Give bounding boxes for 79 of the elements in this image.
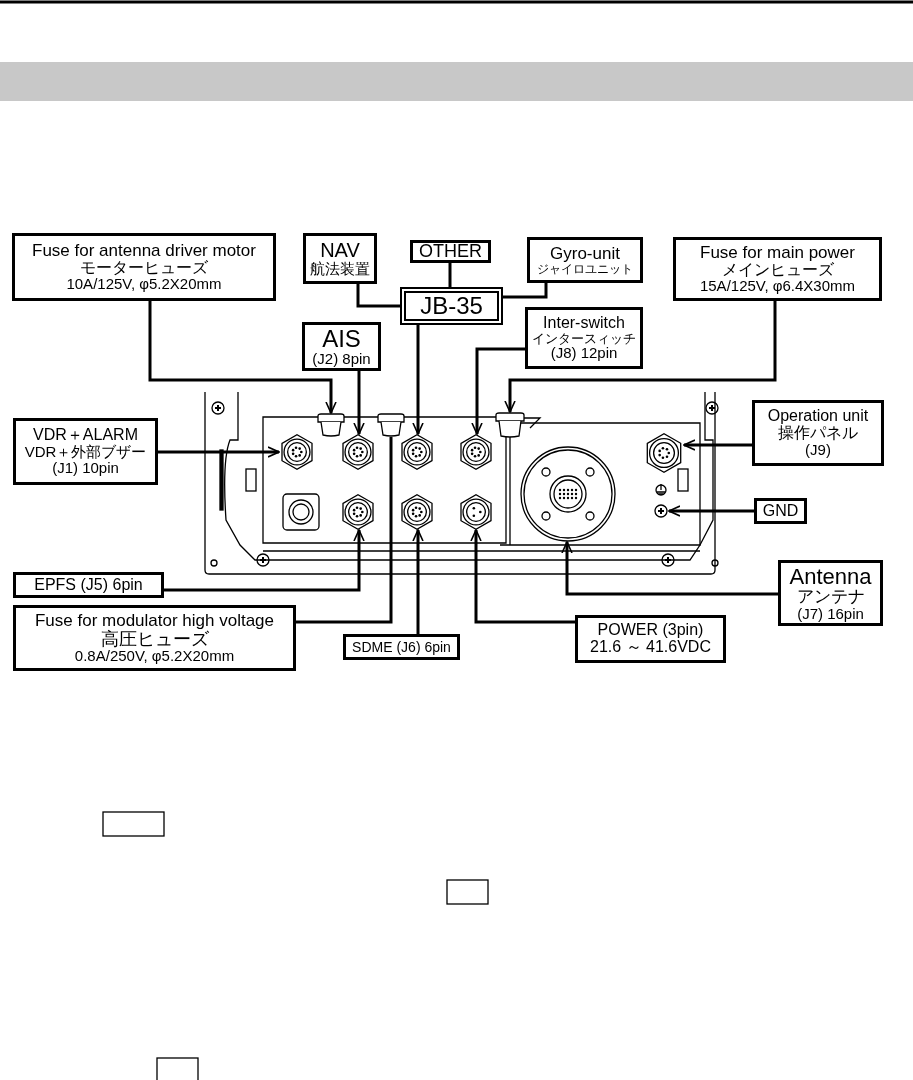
leader-line — [158, 446, 280, 458]
leader-line — [296, 437, 393, 624]
callout-text: 21.6 ～ 41.6VDC — [590, 639, 711, 656]
leader-line — [448, 263, 452, 287]
callout-box — [12, 233, 276, 301]
callout-text: Fuse for modulator high voltage — [34, 611, 275, 630]
callout-text: Inter-switch — [543, 314, 625, 332]
callout-text: (J8) 12pin — [550, 345, 618, 362]
callout-text: GND — [762, 502, 799, 520]
callout-text: ジャイロユニット — [537, 262, 633, 276]
leader-line — [668, 505, 754, 517]
connector-socket — [279, 434, 315, 470]
callout-text: 0.8A/250V, φ5.2X20mm — [74, 648, 235, 665]
callout-box — [754, 498, 807, 524]
fuse-holder — [377, 413, 405, 437]
callout-box — [527, 237, 643, 283]
callout-box — [525, 307, 643, 369]
callout-text: POWER (3pin) — [597, 622, 704, 639]
callout-text: 操作パネル — [778, 425, 858, 442]
callout-text: EPFS (J5) 6pin — [34, 576, 143, 594]
connector-socket — [399, 434, 435, 470]
callout-text: (J1) 10pin — [52, 459, 119, 476]
callout-text: SDME (J6) 6pin — [352, 639, 451, 655]
callout-text: アンテナ — [796, 587, 865, 606]
leader-line — [164, 529, 365, 592]
connector-socket — [644, 433, 684, 473]
power-socket — [458, 494, 494, 530]
callout-text: インタースィッチ — [532, 331, 636, 346]
callout-text: Gyro-unit — [550, 244, 620, 263]
callout-box — [302, 322, 381, 371]
leader-line — [412, 325, 424, 435]
callout-text: 10A/125V, φ5.2X20mm — [66, 276, 222, 293]
connector-socket — [458, 434, 494, 470]
fuse-holder — [317, 413, 345, 437]
callout-text: JB-35 — [420, 293, 483, 319]
leader-line — [683, 439, 752, 451]
callout-box — [13, 572, 164, 598]
callout-box — [673, 237, 882, 301]
leader-line — [470, 529, 575, 624]
callout-box — [400, 287, 503, 325]
callout-text: 航法装置 — [310, 261, 370, 277]
callout-text: (J2) 8pin — [312, 351, 371, 367]
leader-line — [503, 283, 548, 299]
callout-text: NAV — [320, 240, 360, 262]
leader-line — [356, 284, 400, 308]
callout-box — [343, 634, 460, 660]
callout-text: Fuse for antenna driver motor — [32, 241, 256, 260]
leader-line — [504, 301, 777, 413]
callout-text: (J9) — [805, 441, 831, 458]
callout-text: VDR＋外部ブザー — [24, 444, 147, 460]
leader-line — [148, 301, 337, 414]
leader-line — [471, 347, 525, 435]
callout-text: VDR＋ALARM — [33, 427, 138, 444]
callout-box — [303, 233, 377, 284]
fuse-holder — [495, 412, 525, 438]
leader-line — [561, 541, 778, 596]
callout-box — [410, 240, 491, 263]
callout-text: Antenna — [789, 564, 872, 588]
connector-socket — [399, 494, 435, 530]
callout-box — [752, 400, 884, 466]
callout-text: OTHER — [419, 242, 482, 261]
connector-socket — [340, 434, 376, 470]
leader-line — [412, 529, 424, 634]
leader-line — [353, 371, 365, 435]
callout-text: モーターヒューズ — [80, 259, 208, 277]
antenna-connector — [520, 446, 616, 542]
connector-socket — [340, 494, 376, 530]
callout-box — [13, 605, 296, 671]
callout-text: (J7) 16pin — [797, 605, 864, 622]
callout-box — [13, 418, 158, 485]
callout-text: Fuse for main power — [700, 243, 855, 262]
callout-box — [575, 615, 726, 663]
ground-screw — [653, 503, 669, 519]
callout-text: メインヒューズ — [721, 261, 834, 279]
callout-text: 15A/125V, φ6.4X30mm — [699, 278, 856, 295]
callout-box — [778, 560, 883, 626]
callout-text: AIS — [322, 326, 361, 352]
callout-text: Operation unit — [767, 408, 869, 426]
callout-text: 高圧ヒューズ — [100, 629, 209, 649]
